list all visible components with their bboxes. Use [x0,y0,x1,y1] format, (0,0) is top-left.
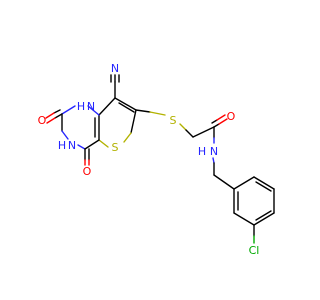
atom-labels: N N H N H O O S S O N H Cl [38,62,260,257]
bond-s-c6-lower [123,132,132,143]
atom-s-ring: S [112,141,119,154]
atom-o-amide: O [227,110,236,123]
bond-co-o-double [211,119,218,124]
bond-c2-o [54,113,63,119]
bond-s-ch2 [185,129,194,138]
bond-co-o [213,123,220,128]
bond-c6-s-yellow [149,111,166,116]
bond-ch2-phenyl [213,174,235,190]
bond-c6-s-upper [130,109,137,134]
atom-n-amide-hydrogen: H [198,145,206,158]
atom-cl: Cl [249,244,260,257]
atom-s-thioether: S [170,114,177,127]
bond-c6-s [135,109,151,113]
bond-c7-c7a [98,97,116,116]
atom-o-c4: O [83,165,92,178]
atom-n-amide: N [210,145,218,158]
bond-ph-4-double [255,210,272,221]
bond-ph-2 [253,176,275,190]
bond-ph-1 [233,176,255,190]
bond-co-o-red [218,118,228,125]
bond-n3-c4 [77,144,86,150]
bond-c7a-n1 [87,105,100,116]
bond-n1-c2 [61,105,76,115]
atom-n3: N [68,139,76,152]
atom-o-c2: O [38,114,47,127]
molecule-canvas: N N H N H O O S S O N H Cl [37,62,275,257]
bond-s-ch2-yellow [179,123,187,131]
bond-c7-c6-double [118,102,135,113]
atom-n3-hydrogen: H [58,139,66,152]
bond-ph-4 [253,212,275,226]
bonds [45,74,275,244]
bond-ch2-co [192,126,215,138]
bond-ph-2-double [255,181,272,192]
bond-c2-o-double [53,109,61,114]
bond-ph-5 [233,212,255,226]
atom-n1: N [87,100,95,113]
bond-s-c4a [98,139,109,148]
bond-c2-o-double-red [45,112,55,119]
atom-n-nitrile: N [111,62,119,75]
atom-n1-hydrogen: H [77,100,85,113]
structure-diagram: N N H N H O O S S O N H Cl [38,62,275,257]
bond-co-o-double-red [216,114,226,121]
bond-c4-c4a [84,139,100,150]
bond-c2-n3-b [61,130,69,140]
bond-c2-o-red [46,117,56,124]
bond-c7-c6 [114,97,137,111]
bond-n-ch2-blue [212,157,215,164]
